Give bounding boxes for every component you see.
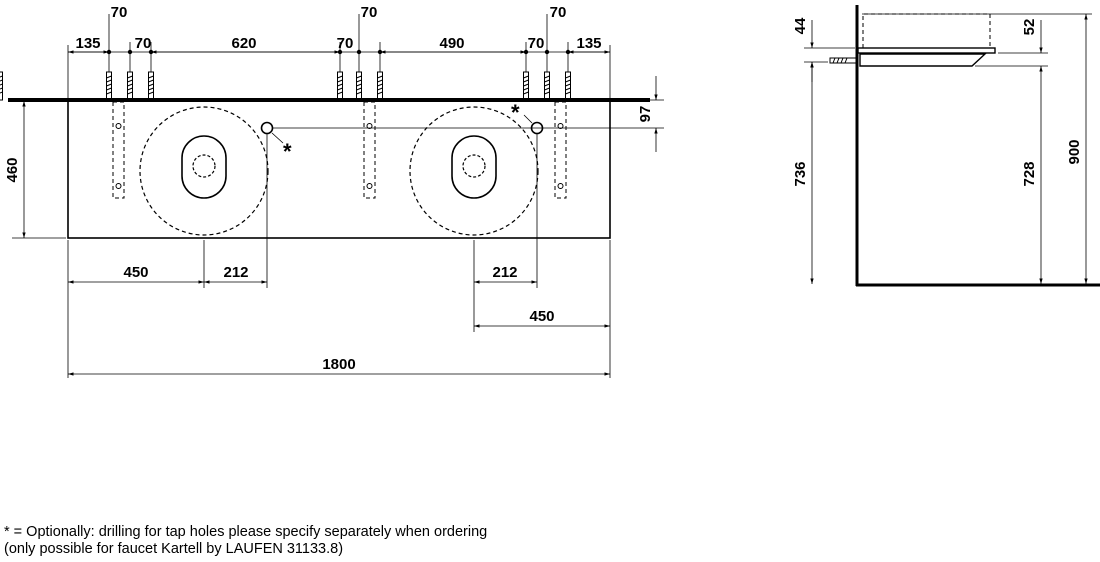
dim-label-70-c: 70	[550, 4, 567, 21]
footnote-line-2: (only possible for faucet Kartell by LAU…	[4, 541, 344, 557]
rod	[565, 71, 571, 101]
dim-label-490: 490	[439, 35, 464, 52]
vanity-top-outline	[67, 100, 611, 239]
dim-label-900: 900	[1066, 139, 1083, 164]
dim-label-460: 460	[4, 157, 21, 182]
dim-label-212-left: 212	[223, 264, 248, 281]
threaded-rods	[0, 71, 3, 101]
side-view-labels: 44 52 736 728 900	[792, 17, 1083, 187]
dim-label-135-right: 135	[576, 35, 601, 52]
side-view	[804, 5, 1100, 287]
dim-label-70-left: 70	[135, 35, 152, 52]
footnote-line-1: * = Optionally: drilling for tap holes p…	[4, 524, 488, 540]
side-wall-bolt	[829, 57, 858, 64]
rod	[544, 71, 550, 101]
dim-label-450-left: 450	[123, 264, 148, 281]
dim-label-450-right: 450	[529, 308, 554, 325]
side-top-profile	[859, 53, 987, 67]
rod	[377, 71, 383, 101]
dim-label-70-b: 70	[361, 4, 378, 21]
optional-tap-hole-left	[260, 121, 274, 135]
dim-label-1800: 1800	[322, 356, 355, 373]
basin-left	[139, 106, 269, 236]
dim-label-135-left: 135	[75, 35, 100, 52]
dashed-brackets	[112, 101, 567, 199]
dim-label-52: 52	[1021, 19, 1038, 36]
rod	[106, 71, 112, 101]
dim-label-70-a: 70	[111, 4, 128, 21]
dim-label-97: 97	[637, 106, 654, 123]
rod	[337, 71, 343, 101]
dim-label-212-right: 212	[492, 264, 517, 281]
dim-label-44: 44	[792, 17, 809, 34]
dim-label-70-mid: 70	[337, 35, 354, 52]
dim-label-70-right: 70	[528, 35, 545, 52]
dim-label-620: 620	[231, 35, 256, 52]
dim-label-728: 728	[1021, 161, 1038, 186]
side-top-slab	[857, 47, 996, 54]
rod	[127, 71, 133, 101]
rod	[148, 71, 154, 101]
optional-marker-left: *	[283, 139, 292, 164]
side-basin-dashed	[862, 13, 991, 48]
rod	[523, 71, 529, 101]
basin-right	[409, 106, 539, 236]
optional-marker-right: *	[511, 100, 520, 125]
rod	[356, 71, 362, 101]
front-view	[0, 14, 664, 378]
dim-label-736: 736	[792, 161, 809, 186]
front-view-labels: 70 70 70 135 70 620 70 490 70 135 460 97…	[4, 4, 654, 373]
